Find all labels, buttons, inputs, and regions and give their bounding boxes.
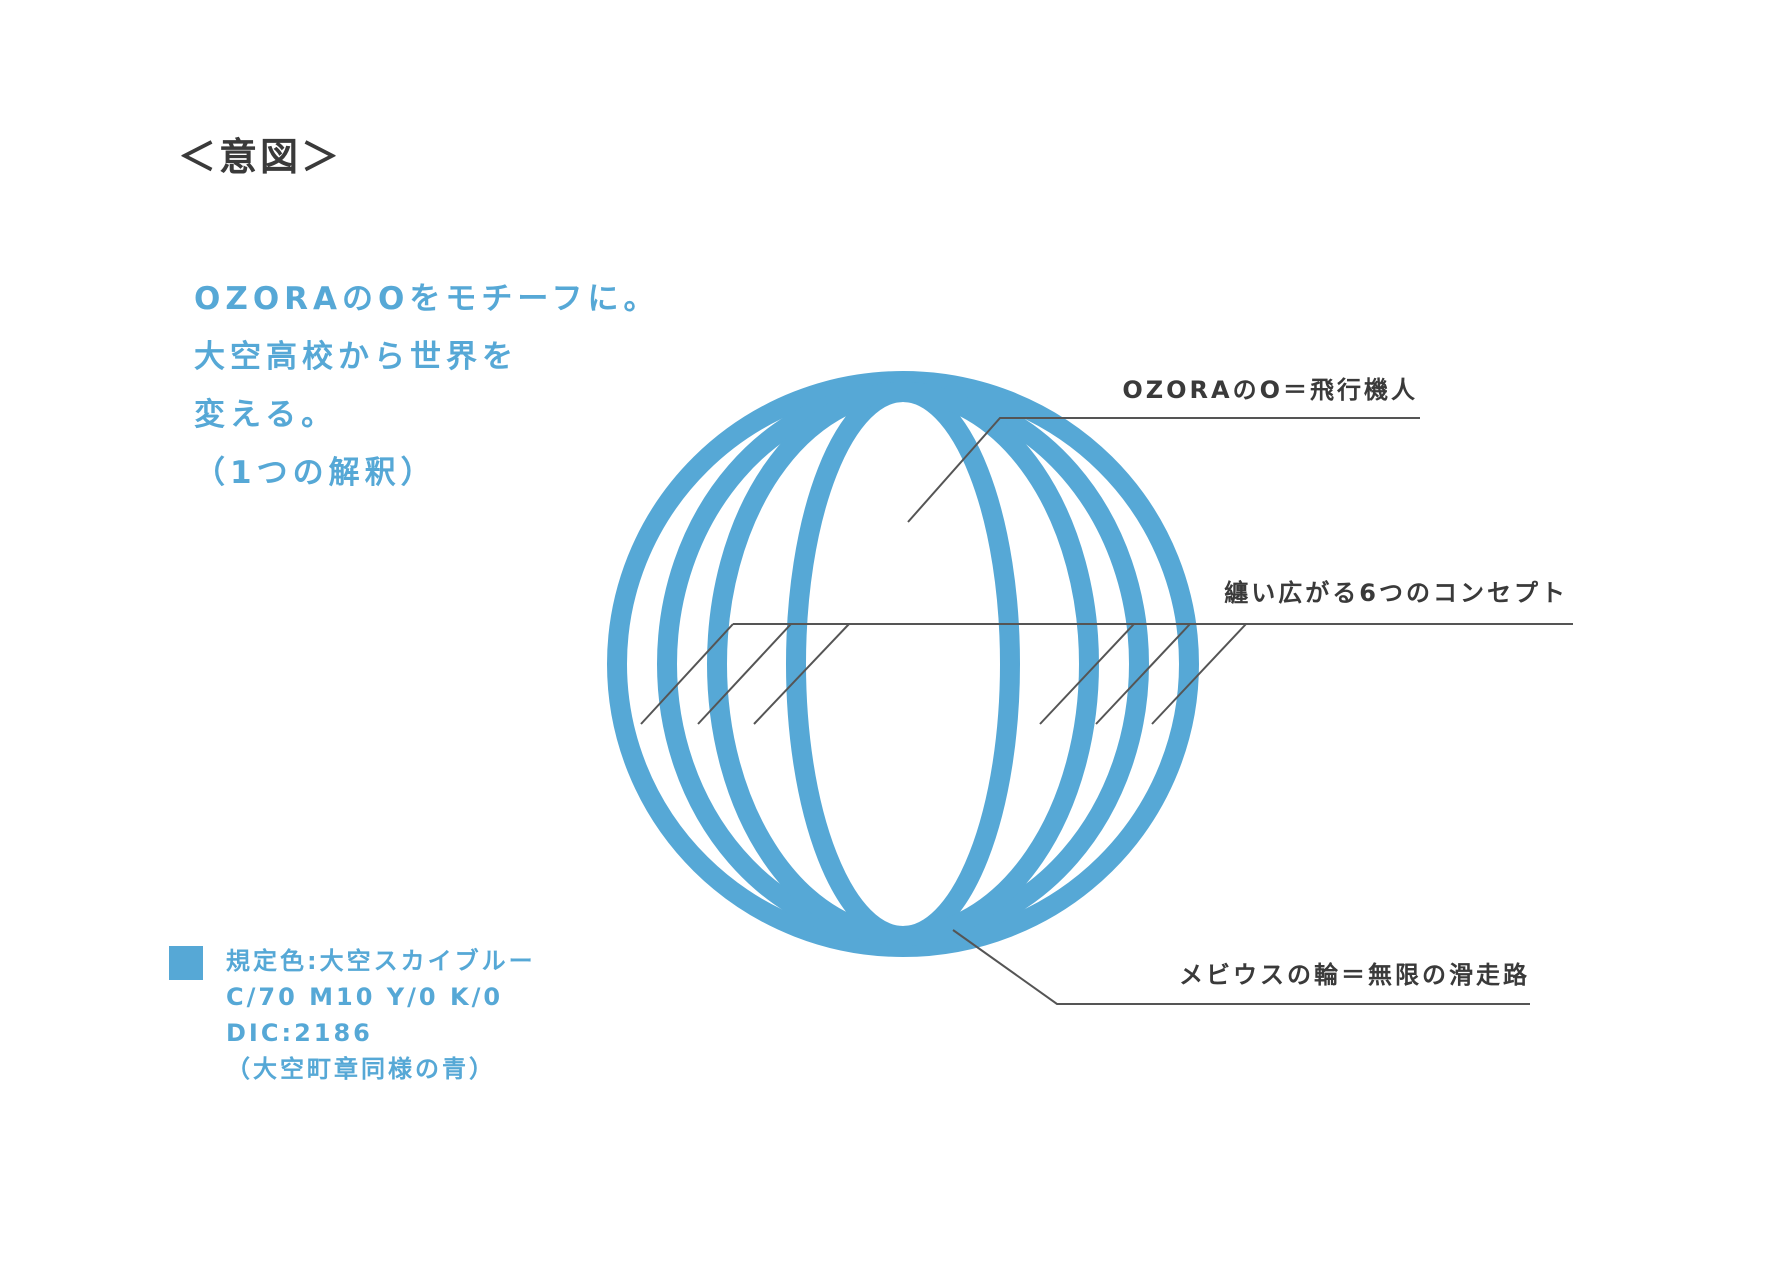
intent-line-4: （1つの解釈）	[194, 455, 437, 491]
concept-tick-3	[753, 623, 850, 725]
callout-label-top: OZORAのO＝飛行機人	[1122, 376, 1418, 404]
logo-inner-ellipse	[786, 382, 1020, 946]
concept-tick-4	[1039, 623, 1135, 725]
intent-text: OZORAのOをモチーフに。 大空高校から世界を 変える。 （1つの解釈）	[194, 270, 660, 502]
color-note: （大空町章同様の青）	[226, 1055, 496, 1083]
callout-label-bottom: メビウスの輪＝無限の滑走路	[1179, 961, 1530, 989]
concept-tick-6	[1151, 623, 1247, 725]
intent-line-3: 変える。	[194, 397, 338, 433]
color-name: 規定色:大空スカイブルー	[226, 947, 536, 975]
callout-lines	[640, 417, 1573, 1005]
concept-tick-5	[1095, 623, 1191, 725]
color-swatch	[169, 946, 203, 980]
concept-tick-2	[697, 623, 792, 725]
intent-line-1: OZORAのOをモチーフに。	[194, 281, 660, 317]
callout-line-top	[907, 417, 1420, 523]
ozora-o-logo	[607, 371, 1199, 957]
intent-line-2: 大空高校から世界を	[194, 339, 518, 375]
callout-label-middle: 纏い広がる6つのコンセプト	[1224, 579, 1568, 607]
callout-line-bottom	[952, 929, 1530, 1005]
color-spec: 規定色:大空スカイブルー C/70 M10 Y/0 K/0 DIC:2186 （…	[226, 943, 536, 1087]
logo-left-arc-2	[707, 382, 1099, 946]
color-dic: DIC:2186	[226, 1019, 373, 1047]
logo-left-arc-1	[657, 382, 1149, 946]
concept-tick-1	[640, 623, 734, 725]
page-heading: ＜意図＞	[178, 135, 343, 179]
logo-outer-ring	[607, 371, 1199, 957]
color-cmyk: C/70 M10 Y/0 K/0	[226, 983, 504, 1011]
